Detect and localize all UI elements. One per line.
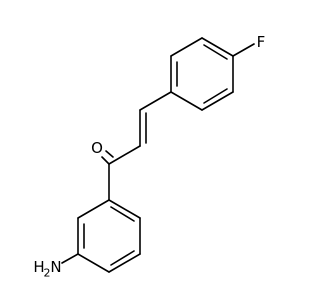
- ring-bond: [77, 253, 110, 273]
- amine-group-label: H 2 N: [33, 258, 61, 280]
- ring-bond: [170, 37, 203, 57]
- amine-h-label: H: [33, 258, 44, 276]
- fluorine-atom-label: F: [257, 33, 266, 51]
- oxygen-atom-label: O: [91, 139, 103, 157]
- ring-to-alkene-bond: [139, 91, 172, 111]
- chemical-structure-drawing: F O H 2 N: [33, 33, 266, 280]
- carbon-fluorine-bond: [232, 43, 255, 57]
- carbonyl-double-bond: [101, 156, 110, 165]
- ring-bond: [77, 199, 110, 219]
- propenone-chain: O: [91, 91, 172, 165]
- nitrogen-atom-label: N: [50, 258, 61, 276]
- fluorophenyl-ring: [170, 37, 234, 111]
- amine-h-count: 2: [44, 267, 51, 280]
- ring-double-bond: [203, 44, 228, 60]
- carbonyl-double-bond: [105, 150, 114, 158]
- carbon-nitrogen-bond: [61, 253, 79, 264]
- ring-double-bond: [203, 88, 228, 104]
- aminophenyl-ring: [77, 163, 141, 273]
- ring-double-bond: [110, 206, 135, 222]
- ring-bond: [108, 253, 141, 273]
- ring-bond: [170, 91, 203, 111]
- ring-bond: [201, 37, 234, 57]
- ring-bond: [201, 91, 234, 111]
- ring-bond: [108, 199, 141, 219]
- ring-double-bond: [110, 250, 135, 266]
- alkene-to-carbonyl-bond: [108, 145, 141, 165]
